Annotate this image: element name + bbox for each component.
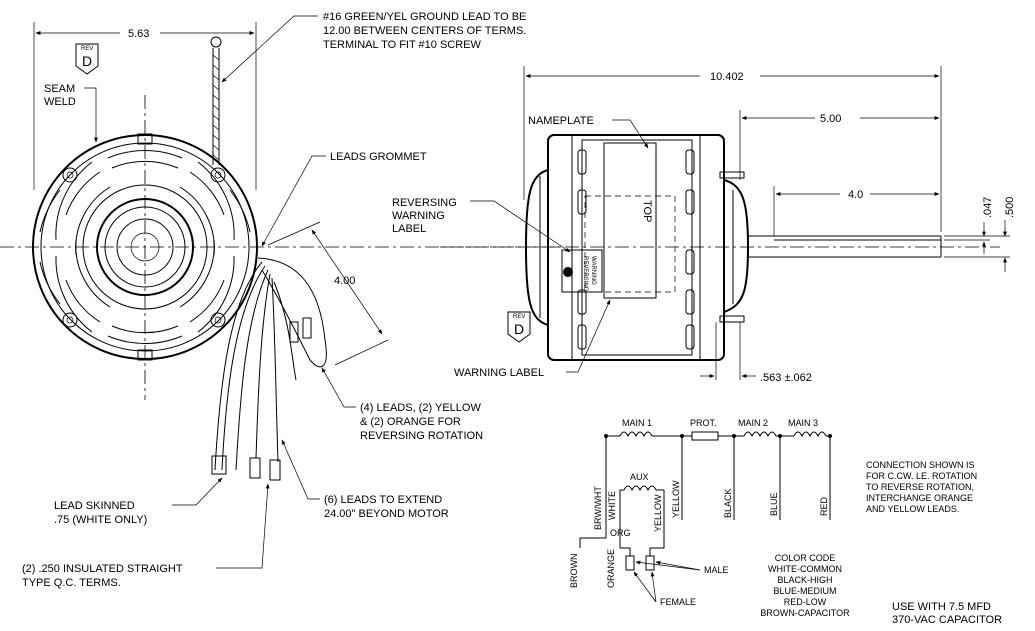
svg-text:BLACK-HIGH: BLACK-HIGH [777, 575, 832, 585]
color-code: COLOR CODE WHITE-COMMON BLACK-HIGH BLUE-… [760, 553, 850, 618]
dim-end-width: 5.63 [128, 28, 149, 40]
svg-text:AND YELLOW LEADS.: AND YELLOW LEADS. [866, 504, 959, 514]
dim-offset: .563 ±.062 [760, 372, 812, 384]
lead-brown: BROWN [569, 554, 579, 589]
lead-black: BLACK [723, 488, 733, 518]
lead-yellow-2: YELLOW [671, 480, 681, 518]
svg-text:BLUE-MEDIUM: BLUE-MEDIUM [773, 586, 836, 596]
dim-lead-length: 4.00 [334, 275, 355, 287]
lead-red: RED [819, 496, 829, 516]
callout-seam-weld-2: WELD [44, 96, 76, 108]
callout-ground-lead-3: TERMINAL TO FIT #10 SCREW [323, 39, 482, 51]
callout-six-leads-1: (6) LEADS TO EXTEND [324, 494, 442, 506]
dim-shaft-length: 5.00 [820, 113, 841, 125]
callout-reversing-2: WARNING [392, 210, 445, 222]
svg-text:INTERCHANGE ORANGE: INTERCHANGE ORANGE [866, 493, 973, 503]
callout-four-leads-1: (4) LEADS, (2) YELLOW [360, 402, 481, 414]
winding-aux: AUX [630, 472, 649, 482]
wiring-schematic: MAIN 1 PROT. MAIN 2 MAIN 3 AUX BRW/WHT W… [569, 418, 832, 607]
dim-flat-depth: .047 [982, 197, 994, 218]
dim-shaft-dia: .500 [1004, 197, 1016, 218]
side-view: 10.402 5.00 4.0 .047 .500 [392, 66, 1016, 384]
motor-text-top: TOP [641, 200, 653, 222]
motor-label-warning: WARNING [590, 256, 596, 285]
callout-four-leads-2: & (2) ORANGE FOR [360, 416, 461, 428]
svg-text:D: D [82, 53, 92, 69]
svg-text:CONNECTION SHOWN IS: CONNECTION SHOWN IS [866, 460, 975, 470]
winding-main2: MAIN 2 [738, 418, 768, 428]
end-view: 5.63 [0, 11, 560, 589]
callout-seam-weld-1: SEAM [44, 83, 75, 95]
lead-white: WHITE [607, 491, 617, 520]
callout-lead-skinned-1: LEAD SKINNED [54, 500, 135, 512]
winding-main1: MAIN 1 [622, 418, 652, 428]
lead-org: ORG [610, 528, 631, 538]
svg-text:COLOR CODE: COLOR CODE [775, 553, 836, 563]
label-female: FEMALE [660, 597, 696, 607]
dim-shaft-flat: 4.0 [848, 189, 863, 201]
callout-nameplate: NAMEPLATE [528, 115, 594, 127]
callout-reversing-1: REVERSING [392, 197, 457, 209]
callout-ground-lead-2: 12.00 BETWEEN CENTERS OF TERMS. [323, 25, 526, 37]
callout-warning-label: WARNING LABEL [454, 367, 544, 379]
capacitor-note: USE WITH 7.5 MFD 370-VAC CAPACITOR [892, 601, 1002, 626]
svg-text:TO REVERSE ROTATION,: TO REVERSE ROTATION, [866, 482, 974, 492]
callout-leads-grommet: LEADS GROMMET [330, 151, 427, 163]
svg-text:WHITE-COMMON: WHITE-COMMON [768, 564, 842, 574]
connection-note: CONNECTION SHOWN IS FOR C.CW. LE. ROTATI… [866, 460, 977, 514]
svg-text:REV: REV [513, 314, 525, 320]
svg-text:FOR C.CW. LE. ROTATION: FOR C.CW. LE. ROTATION [866, 471, 977, 481]
svg-text:D: D [514, 321, 524, 337]
lead-brw-wht: BRW/WHT [593, 486, 603, 530]
svg-text:REV: REV [81, 46, 93, 52]
callout-ground-lead-1: #16 GREEN/YEL GROUND LEAD TO BE [323, 11, 526, 23]
callout-insulated-terms-2: TYPE Q.C. TERMS. [22, 577, 121, 589]
motor-label-reversing: REVERSING [582, 256, 588, 292]
rev-badge: REV D [75, 43, 99, 75]
lead-yellow-1: YELLOW [653, 494, 663, 532]
svg-text:BROWN-CAPACITOR: BROWN-CAPACITOR [760, 608, 850, 618]
svg-text:RED-LOW: RED-LOW [784, 597, 827, 607]
rev-badge: REV D [507, 311, 531, 343]
lead-blue: BLUE [769, 492, 779, 516]
label-male: MALE [704, 565, 729, 575]
callout-reversing-3: LABEL [392, 223, 426, 235]
dim-overall-length: 10.402 [710, 71, 744, 83]
winding-prot: PROT. [690, 418, 717, 428]
svg-text:USE WITH 7.5 MFD: USE WITH 7.5 MFD [892, 601, 991, 613]
callout-four-leads-3: REVERSING ROTATION [360, 430, 483, 442]
lead-orange: ORANGE [606, 549, 616, 588]
callout-six-leads-2: 24.00" BEYOND MOTOR [324, 508, 449, 520]
winding-main3: MAIN 3 [788, 418, 818, 428]
callout-insulated-terms-1: (2) .250 INSULATED STRAIGHT [22, 563, 183, 575]
svg-text:370-VAC CAPACITOR: 370-VAC CAPACITOR [892, 614, 1002, 626]
callout-lead-skinned-2: .75 (WHITE ONLY) [54, 514, 147, 526]
